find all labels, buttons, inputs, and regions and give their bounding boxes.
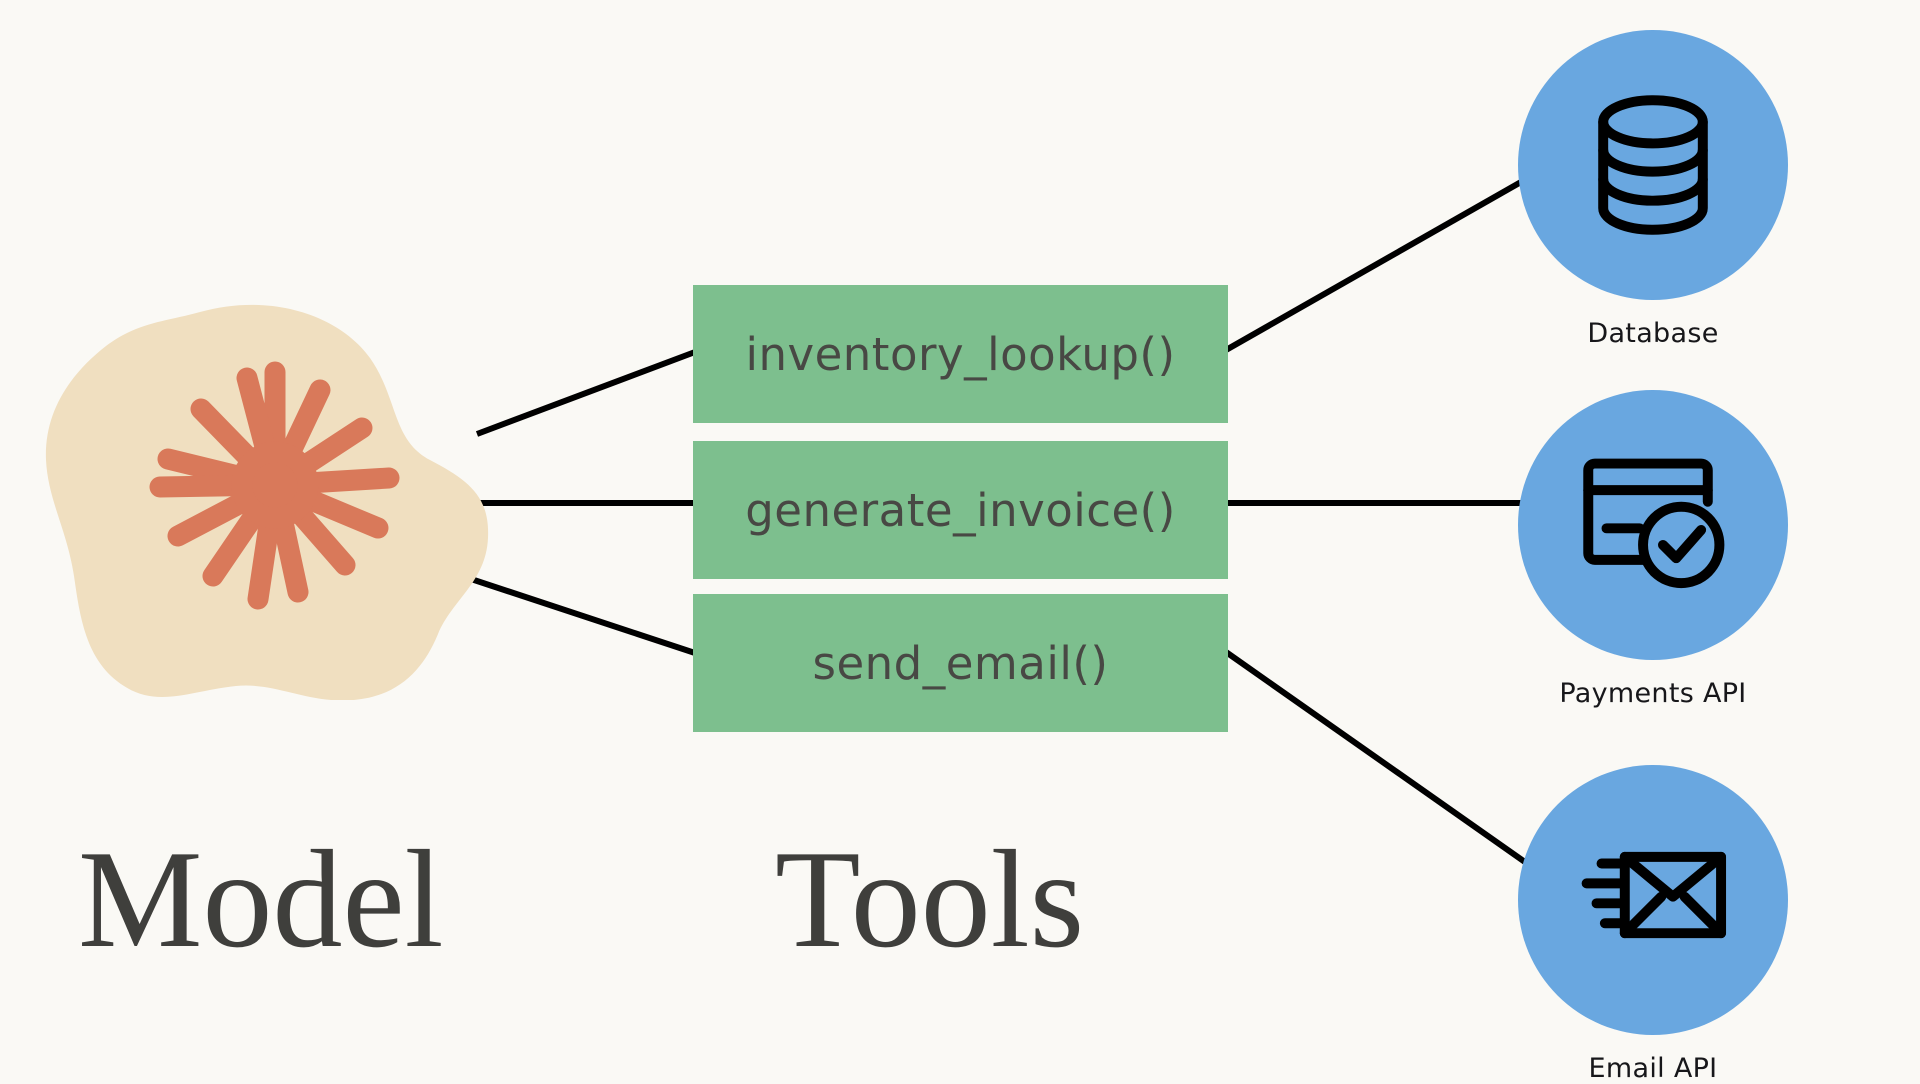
tool-label: send_email() [812, 636, 1109, 690]
service-label: Payments API [1559, 678, 1747, 709]
edge-model-to-inventory-lookup [475, 349, 697, 437]
service-circle [1518, 390, 1788, 660]
anthropic-starburst-icon [149, 361, 400, 610]
database-icon [1598, 95, 1708, 235]
credit-card-check-icon [1583, 458, 1725, 589]
service-label: Database [1587, 318, 1719, 349]
service-circle [1518, 30, 1788, 300]
edge-model-to-send-email [467, 575, 696, 656]
tool-label: generate_invoice() [745, 483, 1176, 537]
service-node-payments-api[interactable]: Payments API [1518, 390, 1788, 709]
tool-send-email[interactable]: send_email() [693, 594, 1228, 732]
envelope-send-icon [1581, 851, 1727, 939]
edge-send-email-to-email-api [1224, 649, 1527, 865]
tool-generate-invoice[interactable]: generate_invoice() [693, 441, 1228, 579]
tool-label: inventory_lookup() [745, 327, 1176, 381]
service-circle [1518, 765, 1788, 1035]
service-label: Email API [1588, 1053, 1718, 1084]
service-node-email-api[interactable]: Email API [1518, 765, 1788, 1084]
caption-model: Model [78, 822, 444, 977]
caption-tools: Tools [775, 822, 1085, 977]
model-node [40, 300, 490, 700]
edge-inventory-lookup-to-database [1224, 179, 1523, 353]
tool-inventory-lookup[interactable]: inventory_lookup() [693, 285, 1228, 423]
service-node-database[interactable]: Database [1518, 30, 1788, 349]
